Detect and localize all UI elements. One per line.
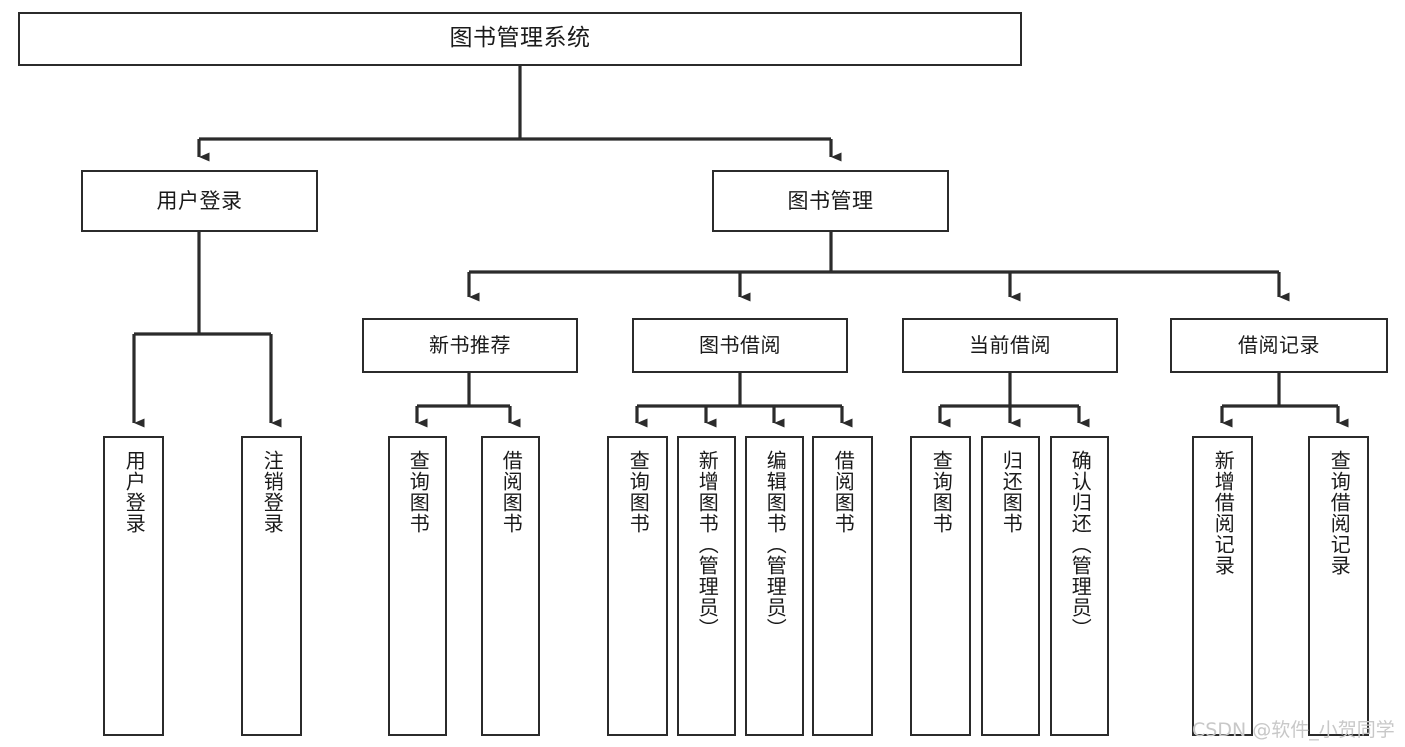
leaf-recommend-borrow-book-label: 借阅图书 [499, 450, 524, 534]
leaf-record-add-record-label: 新增借阅记录 [1211, 450, 1236, 576]
node-user-login-label: 用户登录 [156, 188, 243, 213]
leaf-borrow-query-book-label: 查询图书 [626, 450, 651, 534]
node-root-label: 图书管理系统 [449, 25, 591, 52]
node-new-book-recommend-label: 新书推荐 [429, 332, 511, 357]
leaf-record-query-record-label: 查询借阅记录 [1327, 450, 1352, 576]
leaf-recommend-query-book-label: 查询图书 [406, 450, 431, 534]
leaf-user-login-login-label: 用户登录 [122, 450, 147, 534]
leaf-record-query-record[interactable]: 查询借阅记录 [1308, 436, 1369, 736]
node-book-borrow[interactable]: 图书借阅 [632, 318, 848, 373]
node-root[interactable]: 图书管理系统 [18, 12, 1022, 66]
leaf-current-return-book[interactable]: 归还图书 [981, 436, 1040, 736]
leaf-borrow-edit-book-label: 编辑图书（管理员） [763, 450, 788, 639]
leaf-user-login-login[interactable]: 用户登录 [103, 436, 164, 736]
leaf-current-query-book-label: 查询图书 [929, 450, 954, 534]
leaf-recommend-query-book[interactable]: 查询图书 [388, 436, 447, 736]
leaf-record-add-record[interactable]: 新增借阅记录 [1192, 436, 1253, 736]
leaf-user-login-logout[interactable]: 注销登录 [241, 436, 302, 736]
leaf-borrow-borrow-book[interactable]: 借阅图书 [812, 436, 873, 736]
leaf-borrow-query-book[interactable]: 查询图书 [607, 436, 668, 736]
leaf-borrow-borrow-book-label: 借阅图书 [831, 450, 856, 534]
watermark: CSDN @软件_小贺同学 [1192, 719, 1395, 741]
leaf-borrow-edit-book[interactable]: 编辑图书（管理员） [745, 436, 804, 736]
node-borrow-record[interactable]: 借阅记录 [1170, 318, 1388, 373]
leaf-current-query-book[interactable]: 查询图书 [910, 436, 971, 736]
leaf-current-confirm-return[interactable]: 确认归还（管理员） [1050, 436, 1109, 736]
leaf-current-confirm-return-label: 确认归还（管理员） [1068, 450, 1093, 639]
leaf-borrow-add-book[interactable]: 新增图书（管理员） [677, 436, 736, 736]
node-book-borrow-label: 图书借阅 [699, 332, 781, 357]
node-book-management-label: 图书管理 [787, 188, 874, 213]
node-book-management[interactable]: 图书管理 [712, 170, 949, 232]
leaf-user-login-logout-label: 注销登录 [260, 450, 285, 534]
leaf-borrow-add-book-label: 新增图书（管理员） [695, 450, 720, 639]
node-new-book-recommend[interactable]: 新书推荐 [362, 318, 578, 373]
node-borrow-record-label: 借阅记录 [1238, 332, 1320, 357]
leaf-recommend-borrow-book[interactable]: 借阅图书 [481, 436, 540, 736]
leaf-current-return-book-label: 归还图书 [999, 450, 1024, 534]
node-user-login[interactable]: 用户登录 [81, 170, 318, 232]
node-current-borrow[interactable]: 当前借阅 [902, 318, 1118, 373]
node-current-borrow-label: 当前借阅 [969, 332, 1051, 357]
